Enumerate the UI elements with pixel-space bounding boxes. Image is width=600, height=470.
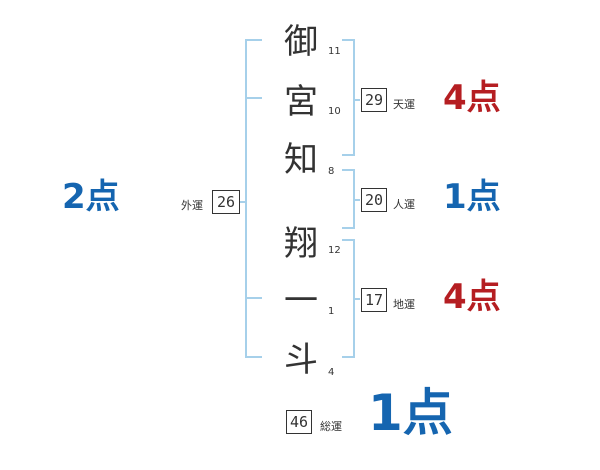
tenun-label: 天運 bbox=[393, 98, 415, 111]
chiun-label: 地運 bbox=[393, 298, 415, 311]
jinun-score: 1点 bbox=[443, 177, 501, 217]
gaiun-label: 外運 bbox=[181, 199, 203, 212]
souun-label: 総運 bbox=[320, 420, 342, 433]
chiun-score: 4点 bbox=[443, 277, 501, 317]
gaiun-score: 2点 bbox=[62, 177, 120, 217]
name-char-4: 翔 bbox=[284, 224, 318, 264]
tenun-value-box: 29 bbox=[361, 88, 387, 112]
stroke-count-1: 11 bbox=[328, 46, 341, 57]
jinun-label: 人運 bbox=[393, 198, 415, 211]
chiun-value-box: 17 bbox=[361, 288, 387, 312]
stroke-count-4: 12 bbox=[328, 245, 341, 256]
stroke-count-5: 1 bbox=[328, 306, 335, 317]
name-char-2: 宮 bbox=[284, 82, 318, 122]
stroke-count-3: 8 bbox=[328, 166, 335, 177]
souun-value-box: 46 bbox=[286, 410, 312, 434]
name-char-5: 一 bbox=[284, 281, 318, 321]
tenun-score: 4点 bbox=[443, 78, 501, 118]
name-char-3: 知 bbox=[284, 140, 318, 180]
name-char-1: 御 bbox=[284, 22, 318, 62]
stroke-count-2: 10 bbox=[328, 106, 341, 117]
jinun-value-box: 20 bbox=[361, 188, 387, 212]
name-char-6: 斗 bbox=[284, 340, 318, 380]
stroke-count-6: 4 bbox=[328, 367, 335, 378]
souun-score: 1点 bbox=[368, 384, 453, 442]
gaiun-value-box: 26 bbox=[212, 190, 240, 214]
